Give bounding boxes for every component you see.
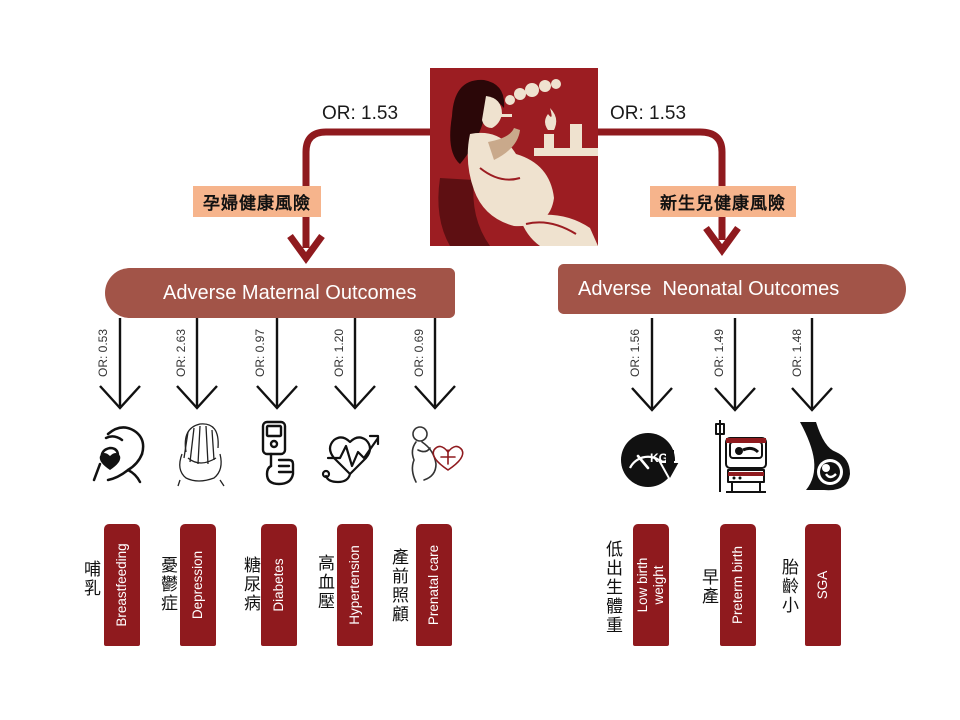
pill-hypertension: Hypertension [337,524,373,646]
or-depression: OR: 2.63 [174,328,188,378]
breastfeeding-icon [92,426,145,484]
pill-low-birth-weight: Low birth weight [633,524,669,646]
banner-neonatal-outcomes: Adverse Neonatal Outcomes [558,264,906,314]
or-hypertension: OR: 1.20 [332,328,346,378]
or-label-maternal: OR: 1.53 [322,103,399,124]
depression-icon [177,423,225,487]
zh-label-hypertension: 高血壓 [314,554,334,611]
zh-label-preterm-birth: 早產 [698,568,718,606]
blood-pressure-icon [321,434,380,484]
or-label-neonatal: OR: 1.53 [610,103,687,124]
zh-label-breastfeeding: 哺乳 [80,560,100,598]
pregnant-smoker-illustration [430,68,598,246]
neonatal-risk-tag: 新生兒健康風險 [650,186,796,217]
or-diabetes: OR: 0.97 [253,328,267,378]
pill-sga: SGA [805,524,841,646]
flow-arrowhead-right [703,225,741,256]
zh-label-diabetes: 糖尿病 [240,556,260,613]
flow-arrowhead-left [287,233,325,264]
or-prenatal-care: OR: 0.69 [412,328,426,378]
zh-label-sga: 胎齡小 [778,558,798,615]
flow-arrow-right [598,128,726,240]
zh-label-low-birth-weight: 低出生體重 [602,540,622,635]
fetus-icon [800,422,850,491]
glucose-meter-icon [261,420,295,486]
or-low-birth-weight: OR: 1.56 [628,328,642,378]
zh-label-prenatal-care: 產前照顧 [388,548,408,624]
incubator-icon [715,420,767,493]
or-breastfeeding: OR: 0.53 [96,328,110,378]
or-preterm-birth: OR: 1.49 [712,328,726,378]
pill-depression: Depression [180,524,216,646]
flow-arrow-left [302,128,432,248]
pill-diabetes: Diabetes [261,524,297,646]
maternal-risk-tag: 孕婦健康風險 [193,186,321,217]
zh-label-depression: 憂鬱症 [157,556,177,613]
pill-preterm-birth: Preterm birth [720,524,756,646]
banner-maternal-outcomes: Adverse Maternal Outcomes [105,268,455,318]
prenatal-care-icon [411,426,464,483]
pill-breastfeeding: Breastfeeding [104,524,140,646]
or-sga: OR: 1.48 [790,328,804,378]
pill-prenatal-care: Prenatal care [416,524,452,646]
low-weight-scale-icon: KG [621,433,682,487]
